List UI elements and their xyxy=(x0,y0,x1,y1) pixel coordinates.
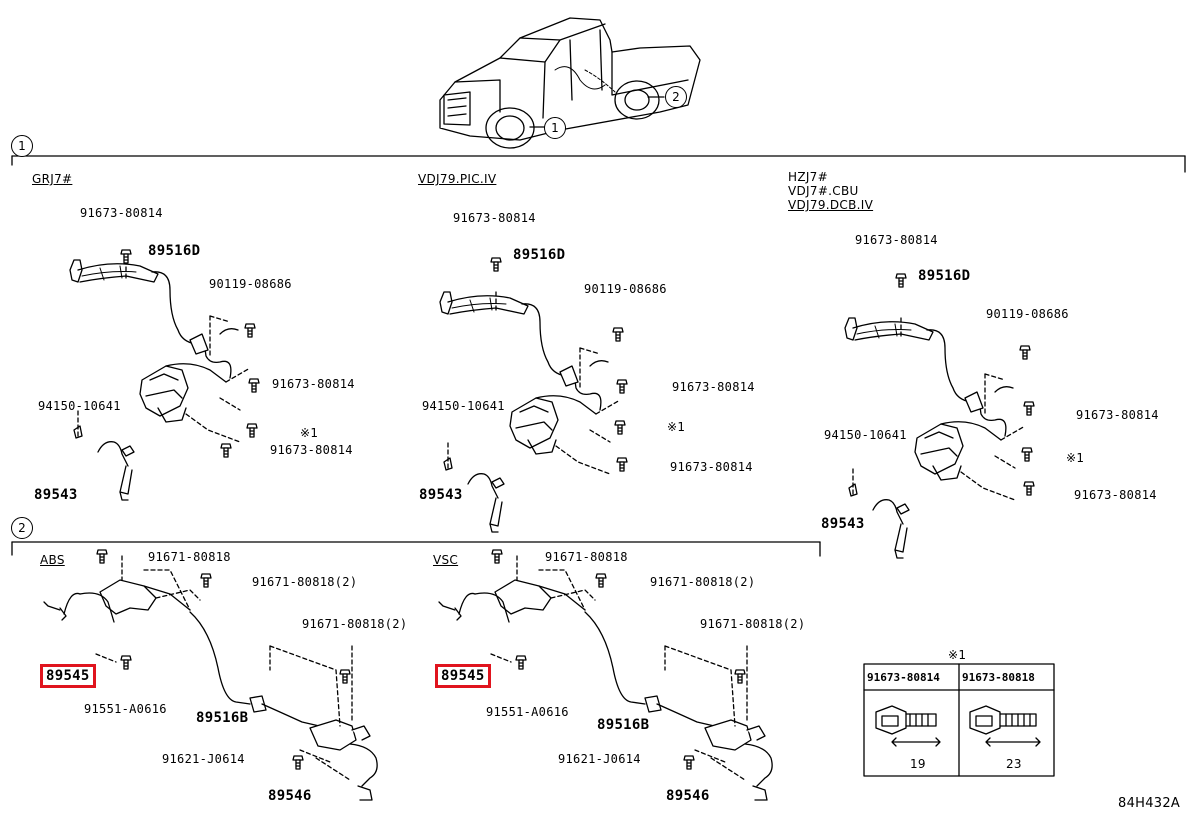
col2-bolt-mid-label[interactable]: 91673-80814 xyxy=(672,380,755,394)
col3-bolt-top-label[interactable]: 91673-80814 xyxy=(855,233,938,247)
col1-sensor-label[interactable]: 89543 xyxy=(34,487,78,503)
legend-table xyxy=(863,663,1055,777)
abs-bolt-top-label[interactable]: 91671-80818 xyxy=(148,550,231,564)
col2-assembly xyxy=(439,257,628,533)
abs-sensor-label-highlighted[interactable]: 89545 xyxy=(40,664,96,688)
abs-rear-sensor-label[interactable]: 89546 xyxy=(268,788,312,804)
abs-bolt-bottom-label[interactable]: 91621-J0614 xyxy=(162,752,245,766)
section1-bracket xyxy=(11,155,1186,173)
abs-bolt-2a-label[interactable]: 91671-80818(2) xyxy=(252,575,358,589)
truck-illustration xyxy=(439,17,701,149)
abs-bolt-2b-label[interactable]: 91671-80818(2) xyxy=(302,617,408,631)
col1-bolt-mid-label[interactable]: 91673-80814 xyxy=(272,377,355,391)
col1-bolt-right-label[interactable]: 90119-08686 xyxy=(209,277,292,291)
col2-variant: VDJ79.PIC.IV xyxy=(418,172,497,186)
marker-one-circle: 1 xyxy=(544,117,566,139)
legend-col1-part: 91673-80814 xyxy=(867,671,940,684)
col1-bolt-low-label[interactable]: 91673-80814 xyxy=(270,443,353,457)
col3-clip-label[interactable]: 94150-10641 xyxy=(824,428,907,442)
section1-marker: 1 xyxy=(11,135,33,157)
vsc-bolt-top-label[interactable]: 91671-80818 xyxy=(545,550,628,564)
col1-bolt-top-label[interactable]: 91673-80814 xyxy=(80,206,163,220)
section2-bracket xyxy=(11,541,821,557)
col3-sensor-label[interactable]: 89543 xyxy=(821,516,865,532)
marker-two-circle: 2 xyxy=(665,86,687,108)
vsc-sensor-label-highlighted[interactable]: 89545 xyxy=(435,664,491,688)
vsc-harness-label[interactable]: 89516B xyxy=(597,717,650,733)
col3-variant-2: VDJ7#.CBU xyxy=(788,184,859,198)
vsc-bolt-small-label[interactable]: 91551-A0616 xyxy=(486,705,569,719)
vsc-bolt-2a-label[interactable]: 91671-80818(2) xyxy=(650,575,756,589)
legend-col1-length: 19 xyxy=(910,757,926,771)
abs-variant: ABS xyxy=(40,553,65,567)
abs-harness-label[interactable]: 89516B xyxy=(196,710,249,726)
legend-mark: ※1 xyxy=(948,648,967,662)
col3-variant-3: VDJ79.DCB.IV xyxy=(788,198,874,212)
col1-mark-label: ※1 xyxy=(300,426,319,440)
col2-bolt-right-label[interactable]: 90119-08686 xyxy=(584,282,667,296)
col2-bolt-low-label[interactable]: 91673-80814 xyxy=(670,460,753,474)
col3-bolt-low-label[interactable]: 91673-80814 xyxy=(1074,488,1157,502)
col1-clip-label[interactable]: 94150-10641 xyxy=(38,399,121,413)
vsc-bolt-bottom-label[interactable]: 91621-J0614 xyxy=(558,752,641,766)
vsc-rear-sensor-label[interactable]: 89546 xyxy=(666,788,710,804)
col3-mark-label: ※1 xyxy=(1066,451,1085,465)
col3-bolt-mid-label[interactable]: 91673-80814 xyxy=(1076,408,1159,422)
legend-col2-part: 91673-80818 xyxy=(962,671,1035,684)
abs-bolt-small-label[interactable]: 91551-A0616 xyxy=(84,702,167,716)
col1-variant: GRJ7# xyxy=(32,172,73,186)
col3-variant-1: HZJ7# xyxy=(788,170,828,184)
col2-harness-label[interactable]: 89516D xyxy=(513,247,566,263)
col2-clip-label[interactable]: 94150-10641 xyxy=(422,399,505,413)
legend-col2-length: 23 xyxy=(1006,757,1022,771)
col1-harness-label[interactable]: 89516D xyxy=(148,243,201,259)
vsc-variant: VSC xyxy=(433,553,459,567)
col2-bolt-top-label[interactable]: 91673-80814 xyxy=(453,211,536,225)
col3-bolt-right-label[interactable]: 90119-08686 xyxy=(986,307,1069,321)
col3-harness-label[interactable]: 89516D xyxy=(918,268,971,284)
diagram-id: 84H432A xyxy=(1118,796,1181,811)
vsc-bolt-2b-label[interactable]: 91671-80818(2) xyxy=(700,617,806,631)
col2-mark-label: ※1 xyxy=(667,420,686,434)
col2-sensor-label[interactable]: 89543 xyxy=(419,487,463,503)
section2-marker: 2 xyxy=(11,517,33,539)
